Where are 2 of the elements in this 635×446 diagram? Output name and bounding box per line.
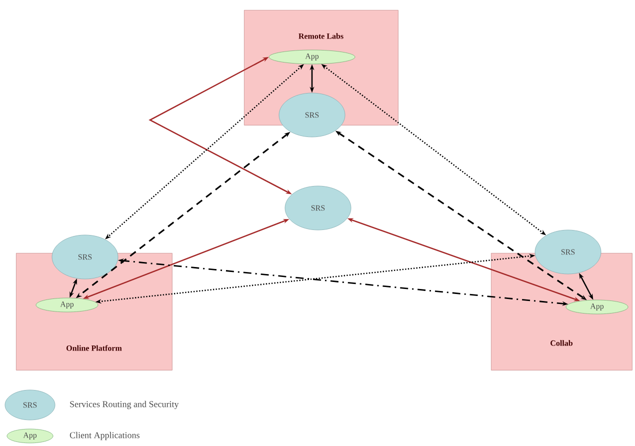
legend-text: Services Routing and Security: [70, 400, 179, 410]
legend-text: Client Applications: [70, 432, 140, 440]
